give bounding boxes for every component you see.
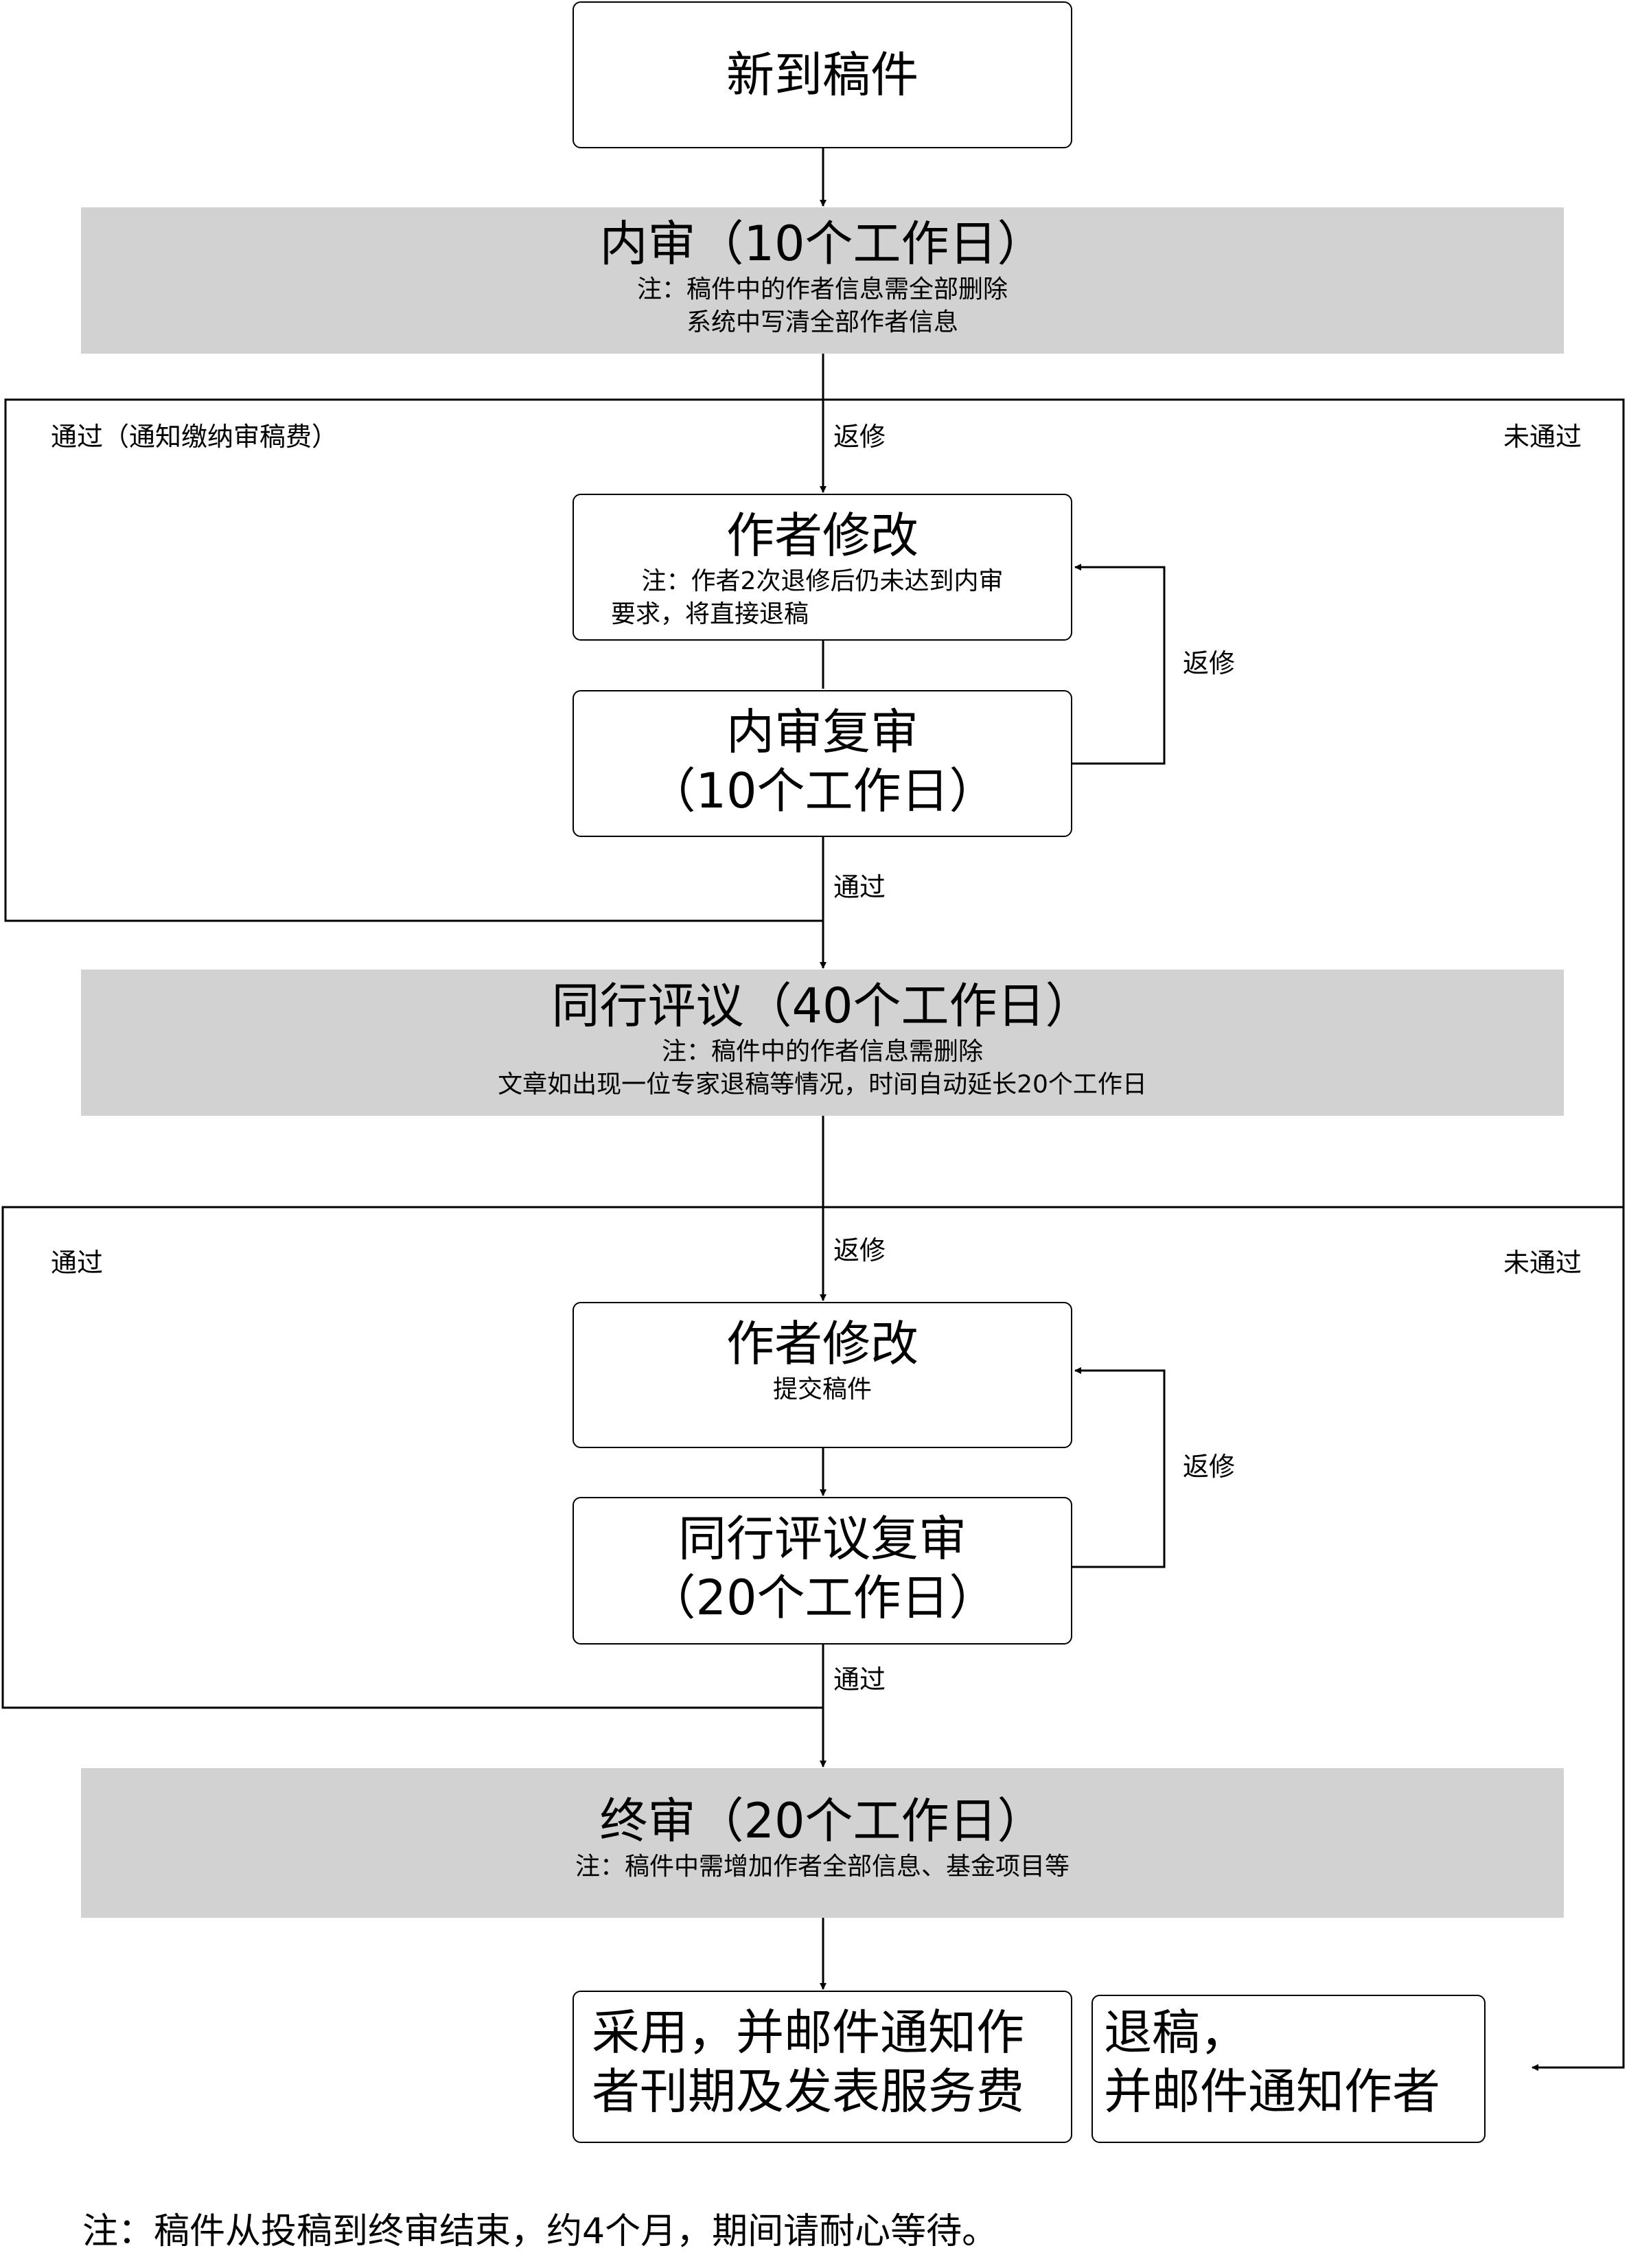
peer-recheck-title-2: （20个工作日） — [647, 1570, 997, 1626]
author-revision-2-title: 作者修改 — [726, 1316, 919, 1372]
internal-review-title: 内审（10个工作日） — [599, 216, 1045, 272]
peer-review-note-2: 文章如出现一位专家退稿等情况，时间自动延长20个工作日 — [498, 1070, 1147, 1099]
author-revision-1-title: 作者修改 — [726, 507, 919, 564]
final-review-note: 注：稿件中需增加作者全部信息、基金项目等 — [575, 1853, 1070, 1881]
label-revise-loop-2: 返修 — [1183, 1452, 1236, 1482]
label-not-passed-1: 未通过 — [1503, 422, 1582, 452]
author-revision-1-note-1: 注：作者2次退修后仍未达到内审 — [641, 567, 1004, 595]
label-revise-loop-1: 返修 — [1183, 648, 1236, 678]
label-passed-3: 通过 — [833, 1664, 886, 1695]
node-new-submission-title: 新到稿件 — [726, 47, 919, 103]
band-peer-review: 同行评议（40个工作日） 注：稿件中的作者信息需删除 文章如出现一位专家退稿等情… — [81, 970, 1564, 1116]
author-revision-1-note-2: 要求，将直接退稿 — [611, 600, 809, 628]
final-review-title: 终审（20个工作日） — [599, 1793, 1045, 1849]
internal-recheck-title-2: （10个工作日） — [647, 763, 997, 819]
node-rejected: 退稿， 并邮件通知作者 — [1091, 1995, 1486, 2143]
edge-peer-recheck-loop — [1072, 1367, 1166, 1568]
internal-review-note-2: 系统中写清全部作者信息 — [686, 308, 958, 336]
node-peer-recheck: 同行评议复审 （20个工作日） — [573, 1497, 1072, 1645]
edge-recheck-loop — [1072, 564, 1166, 765]
label-revise-1: 返修 — [833, 422, 886, 452]
node-author-revision-1: 作者修改 注：作者2次退修后仍未达到内审 要求，将直接退稿 — [573, 494, 1072, 641]
internal-review-note-1: 注：稿件中的作者信息需全部删除 — [636, 275, 1008, 303]
footnote: 注：稿件从投稿到终审结束，约4个月，期间请耐心等待。 — [82, 2211, 998, 2252]
internal-recheck-title-1: 内审复审 — [726, 704, 919, 760]
author-revision-2-note: 提交稿件 — [772, 1375, 872, 1404]
label-revise-2: 返修 — [833, 1235, 886, 1265]
band-final-review: 终审（20个工作日） 注：稿件中需增加作者全部信息、基金项目等 — [81, 1768, 1564, 1918]
accepted-line-1: 采用，并邮件通知作 — [592, 2004, 1024, 2061]
edge-not-passed-right — [823, 398, 1625, 2071]
label-passed-1: 通过 — [833, 872, 886, 902]
peer-recheck-title-1: 同行评议复审 — [678, 1511, 967, 1567]
edge-internal-pass-left — [4, 398, 823, 922]
band-internal-review: 内审（10个工作日） 注：稿件中的作者信息需全部删除 系统中写清全部作者信息 — [81, 207, 1564, 354]
node-internal-recheck: 内审复审 （10个工作日） — [573, 690, 1072, 837]
label-passed-2: 通过 — [51, 1248, 104, 1278]
peer-review-note-1: 注：稿件中的作者信息需删除 — [661, 1038, 983, 1066]
node-accepted: 采用，并邮件通知作 者刊期及发表服务费 — [573, 1991, 1072, 2143]
rejected-line-2: 并邮件通知作者 — [1104, 2063, 1440, 2120]
rejected-line-1: 退稿， — [1104, 2004, 1248, 2061]
label-pass-notify-fee: 通过（通知缴纳审稿费） — [51, 422, 338, 452]
label-not-passed-2: 未通过 — [1503, 1248, 1582, 1278]
accepted-line-2: 者刊期及发表服务费 — [592, 2063, 1024, 2120]
peer-review-title: 同行评议（40个工作日） — [551, 978, 1094, 1034]
edge-peer-pass-left — [1, 1206, 823, 1709]
node-new-submission: 新到稿件 — [573, 1, 1072, 148]
node-author-revision-2: 作者修改 提交稿件 — [573, 1302, 1072, 1448]
